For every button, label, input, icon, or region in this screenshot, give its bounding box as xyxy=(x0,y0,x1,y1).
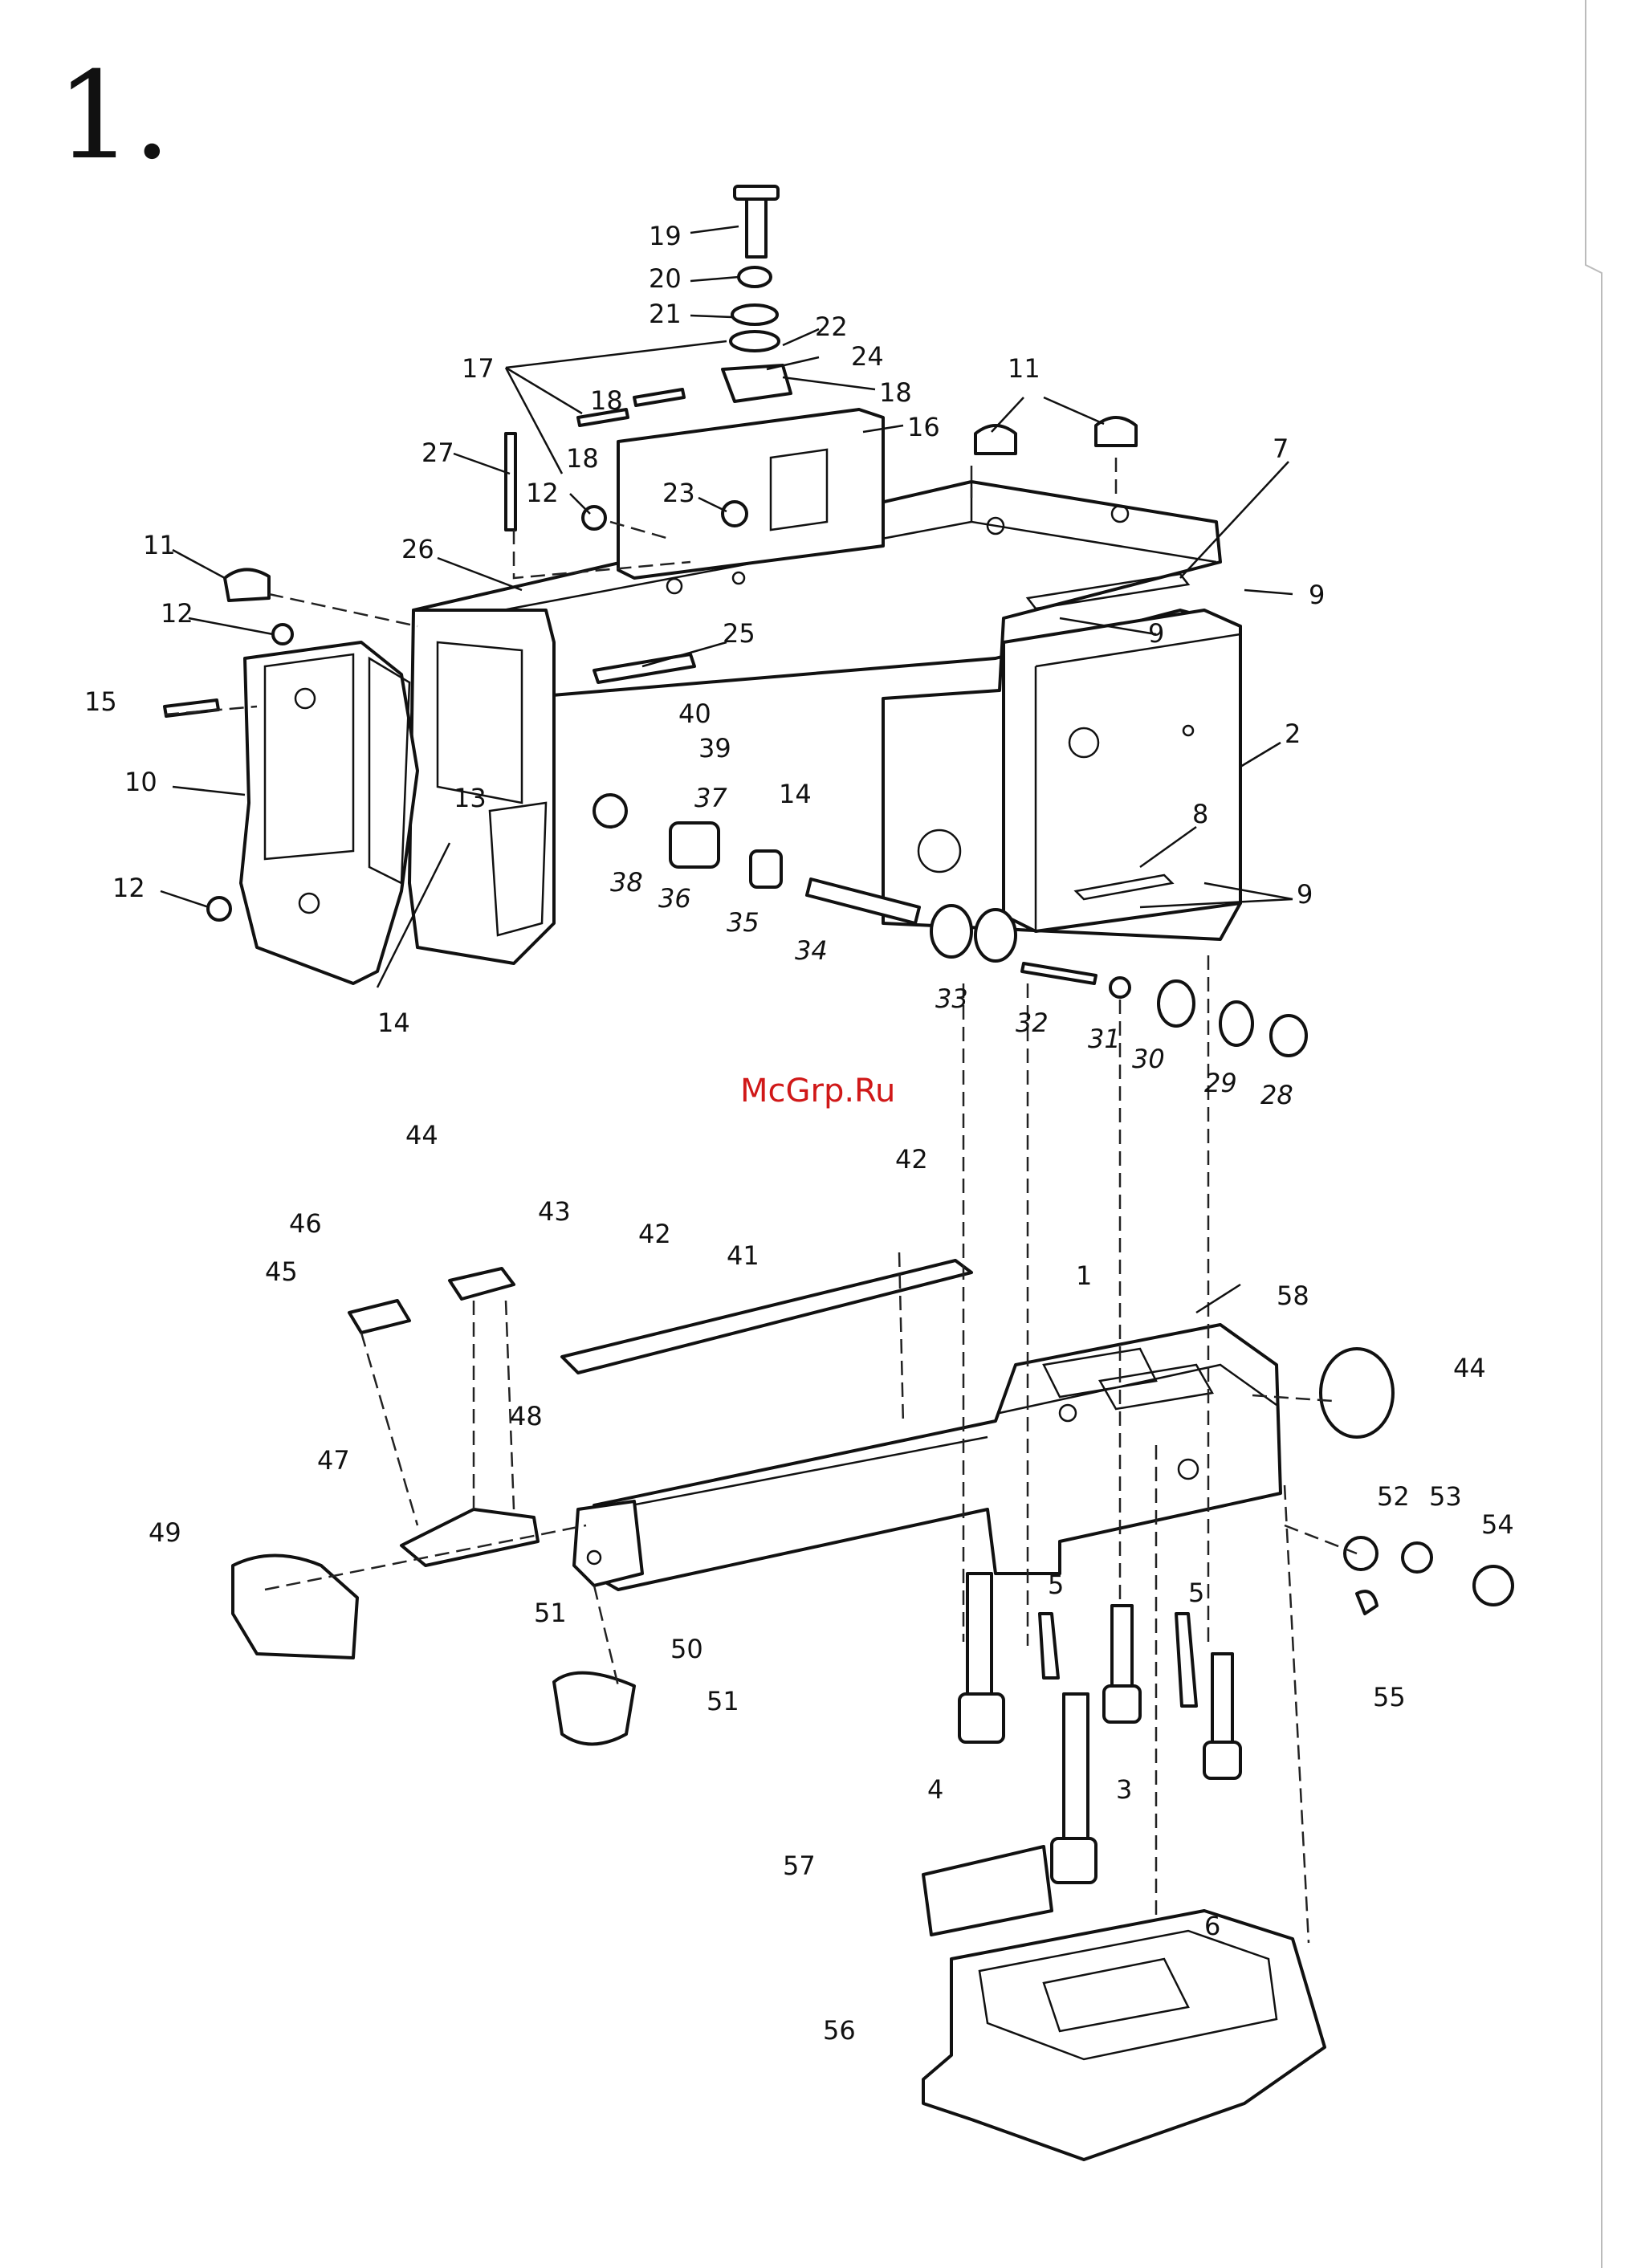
callout-12-c: 12 xyxy=(112,873,145,903)
callout-3: 3 xyxy=(1116,1774,1132,1805)
callout-18-a: 18 xyxy=(590,385,623,416)
callout-55: 55 xyxy=(1373,1682,1406,1712)
callout-6: 6 xyxy=(1204,1911,1220,1941)
callout-12-a: 12 xyxy=(526,478,559,508)
callout-4: 4 xyxy=(927,1774,943,1805)
callout-14-b: 14 xyxy=(377,1008,410,1038)
callout-44-b: 44 xyxy=(1453,1353,1486,1383)
callout-49: 49 xyxy=(149,1517,181,1548)
callout-9-b: 9 xyxy=(1148,618,1164,649)
callout-44-a: 44 xyxy=(405,1120,438,1150)
callout-48: 48 xyxy=(510,1401,543,1431)
callout-29: 29 xyxy=(1204,1068,1237,1098)
callout-51-b: 51 xyxy=(707,1686,739,1716)
callout-26: 26 xyxy=(401,534,434,564)
callout-46: 46 xyxy=(289,1208,322,1239)
callout-28: 28 xyxy=(1260,1080,1293,1110)
callout-52: 52 xyxy=(1377,1481,1410,1512)
callout-14-a: 14 xyxy=(779,779,812,809)
callout-53: 53 xyxy=(1429,1481,1462,1512)
callout-1: 1 xyxy=(1076,1260,1092,1291)
callout-21: 21 xyxy=(649,299,682,329)
face-cover xyxy=(241,642,417,983)
callout-19: 19 xyxy=(649,221,682,251)
callout-18-b: 18 xyxy=(879,377,912,408)
callout-56: 56 xyxy=(823,2015,856,2046)
callout-58: 58 xyxy=(1277,1281,1309,1311)
callout-17: 17 xyxy=(462,353,495,384)
callout-20: 20 xyxy=(649,263,682,294)
bolts xyxy=(959,1574,1240,1883)
callout-41: 41 xyxy=(727,1240,759,1271)
callout-35: 35 xyxy=(727,907,759,938)
callout-42-a: 42 xyxy=(895,1144,928,1175)
callout-45: 45 xyxy=(265,1256,298,1287)
callout-34: 34 xyxy=(795,935,828,966)
callout-36: 36 xyxy=(658,883,691,914)
watermark-text: McGrp.Ru xyxy=(740,1073,895,1110)
callout-31: 31 xyxy=(1088,1024,1121,1054)
callout-13: 13 xyxy=(454,783,487,813)
callout-54: 54 xyxy=(1481,1509,1514,1540)
callout-25: 25 xyxy=(723,618,755,649)
callout-33: 33 xyxy=(935,983,968,1014)
callout-18-c: 18 xyxy=(566,443,599,474)
callout-40: 40 xyxy=(678,698,711,729)
callout-24: 24 xyxy=(851,341,884,372)
callout-22: 22 xyxy=(815,311,848,342)
callout-43: 43 xyxy=(538,1196,571,1227)
callout-5-a: 5 xyxy=(1048,1570,1064,1600)
machine-bed xyxy=(574,1325,1281,1590)
callout-16: 16 xyxy=(907,412,940,442)
callout-42-b: 42 xyxy=(638,1219,671,1249)
callout-12-b: 12 xyxy=(161,598,193,629)
callout-15: 15 xyxy=(84,686,117,717)
callout-57: 57 xyxy=(783,1851,816,1881)
callout-37: 37 xyxy=(694,783,727,813)
callout-30: 30 xyxy=(1132,1044,1165,1074)
callout-9-c: 9 xyxy=(1297,879,1313,910)
callout-47: 47 xyxy=(317,1445,350,1476)
bed-plate xyxy=(562,1260,971,1373)
callout-10: 10 xyxy=(124,767,157,797)
callout-8: 8 xyxy=(1192,799,1208,829)
callout-5-b: 5 xyxy=(1188,1578,1204,1608)
callout-23: 23 xyxy=(662,478,695,508)
callout-51-a: 51 xyxy=(534,1598,567,1628)
callout-11-b: 11 xyxy=(143,530,176,560)
callout-39: 39 xyxy=(698,733,731,763)
callout-2: 2 xyxy=(1285,719,1301,749)
callout-32: 32 xyxy=(1016,1008,1049,1038)
callout-38: 38 xyxy=(610,867,643,898)
callout-9-a: 9 xyxy=(1309,580,1325,610)
callout-27: 27 xyxy=(421,438,454,468)
callout-11-a: 11 xyxy=(1008,353,1040,384)
callout-50: 50 xyxy=(670,1634,703,1664)
base-and-hinge xyxy=(923,1847,1325,2160)
callout-7: 7 xyxy=(1273,434,1289,464)
